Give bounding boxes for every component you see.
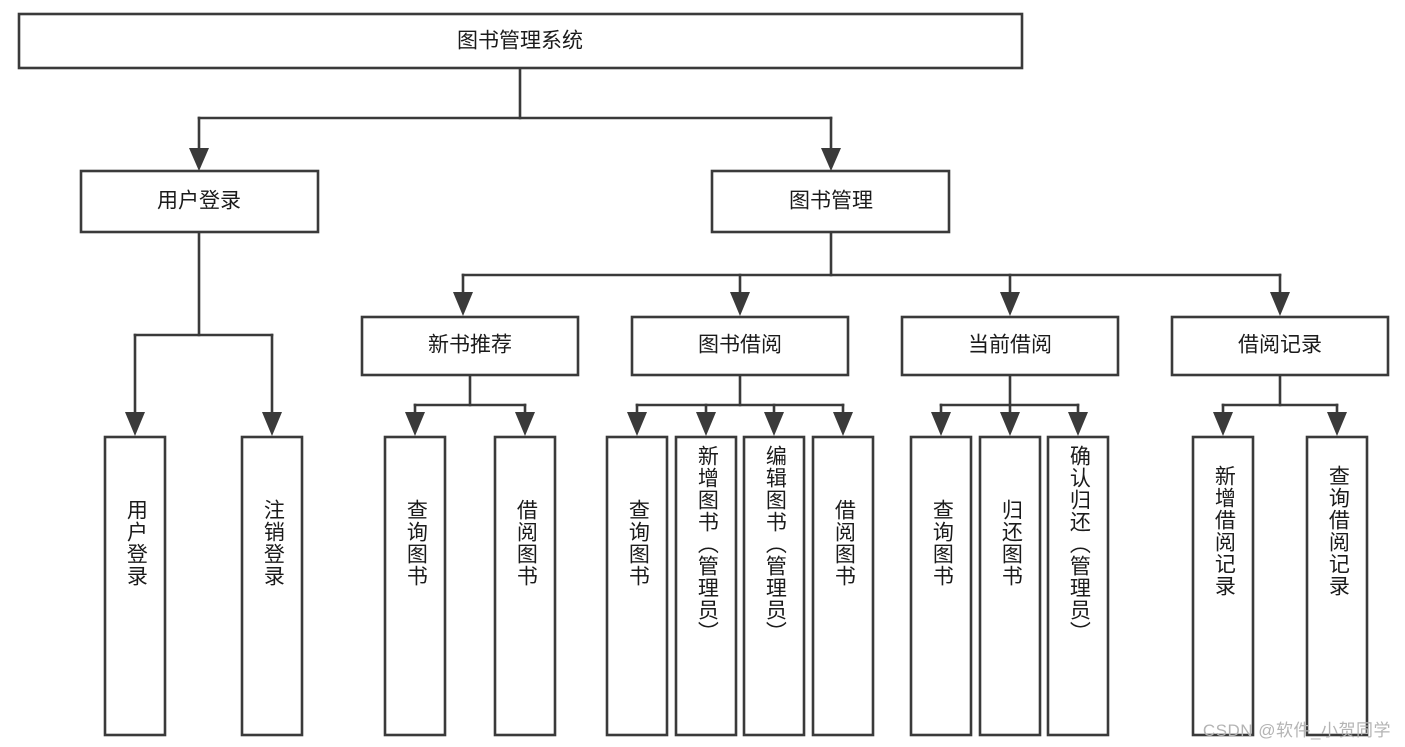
node-user-login-label: 用户登录: [157, 190, 241, 213]
node-leaf-user-login-box[interactable]: [103, 435, 167, 737]
arrow-head-leaf-add-record: [1213, 412, 1233, 436]
node-root-box[interactable]: [17, 12, 1024, 70]
node-book-borrow[interactable]: 图书借阅: [630, 315, 850, 377]
node-leaf-query-book-2-box[interactable]: [605, 435, 669, 737]
node-current-borrow-box[interactable]: [900, 315, 1120, 377]
node-leaf-borrow-book-2-box[interactable]: [811, 435, 875, 737]
node-leaf-add-record-box[interactable]: [1191, 435, 1255, 737]
arrow-head-leaf-query-record: [1327, 412, 1347, 436]
arrow-head-leaf-query-book-1: [405, 412, 425, 436]
node-current-borrow[interactable]: 当前借阅: [900, 315, 1120, 377]
node-borrow-record-label: 借阅记录: [1238, 334, 1322, 357]
node-user-login-box[interactable]: [79, 169, 320, 234]
arrow-head-borrow-record: [1270, 292, 1290, 316]
node-new-book-recommend[interactable]: 新书推荐: [360, 315, 580, 377]
node-book-borrow-box[interactable]: [630, 315, 850, 377]
node-book-manage-label: 图书管理: [789, 190, 873, 213]
node-current-borrow-label: 当前借阅: [968, 334, 1052, 357]
node-leaf-return-book-box[interactable]: [978, 435, 1042, 737]
arrow-head-leaf-return-book: [1000, 412, 1020, 436]
arrow-head-leaf-logout: [262, 412, 282, 436]
node-leaf-borrow-book-1-box[interactable]: [493, 435, 557, 737]
node-leaf-query-book-1-box[interactable]: [383, 435, 447, 737]
arrow-head-book-borrow: [730, 292, 750, 316]
arrow-head-current-borrow: [1000, 292, 1020, 316]
node-leaf-edit-book-box[interactable]: [742, 435, 806, 737]
arrow-head-new-book-recommend: [453, 292, 473, 316]
arrow-head-leaf-edit-book: [764, 412, 784, 436]
arrow-head-leaf-borrow-book-2: [833, 412, 853, 436]
arrow-head-leaf-query-book-2: [627, 412, 647, 436]
node-borrow-record[interactable]: 借阅记录: [1170, 315, 1390, 377]
node-book-manage[interactable]: 图书管理: [710, 169, 951, 234]
arrow-head-leaf-add-book: [696, 412, 716, 436]
watermark-text: CSDN @软件_小贺同学: [1202, 721, 1391, 740]
node-leaf-query-record-box[interactable]: [1305, 435, 1369, 737]
node-leaf-confirm-return-box[interactable]: [1046, 435, 1110, 737]
arrow-head-leaf-user-login: [125, 412, 145, 436]
node-borrow-record-box[interactable]: [1170, 315, 1390, 377]
arrow-head-user-login: [189, 148, 209, 171]
node-book-manage-box[interactable]: [710, 169, 951, 234]
node-leaf-add-book-box[interactable]: [674, 435, 738, 737]
node-book-borrow-label: 图书借阅: [698, 334, 782, 357]
node-user-login[interactable]: 用户登录: [79, 169, 320, 234]
node-root[interactable]: 图书管理系统: [17, 12, 1024, 70]
node-leaf-logout-box[interactable]: [240, 435, 304, 737]
node-new-book-recommend-label: 新书推荐: [428, 334, 512, 357]
arrow-head-book-manage: [821, 148, 841, 171]
arrow-head-leaf-borrow-book-1: [515, 412, 535, 436]
arrow-head-leaf-query-book-3: [931, 412, 951, 436]
leaf-box-layer: [103, 435, 1369, 737]
arrow-head-leaf-confirm-return: [1068, 412, 1088, 436]
node-root-label: 图书管理系统: [457, 30, 583, 53]
connector-layer: [125, 66, 1347, 436]
node-new-book-recommend-box[interactable]: [360, 315, 580, 377]
node-leaf-query-book-3-box[interactable]: [909, 435, 973, 737]
